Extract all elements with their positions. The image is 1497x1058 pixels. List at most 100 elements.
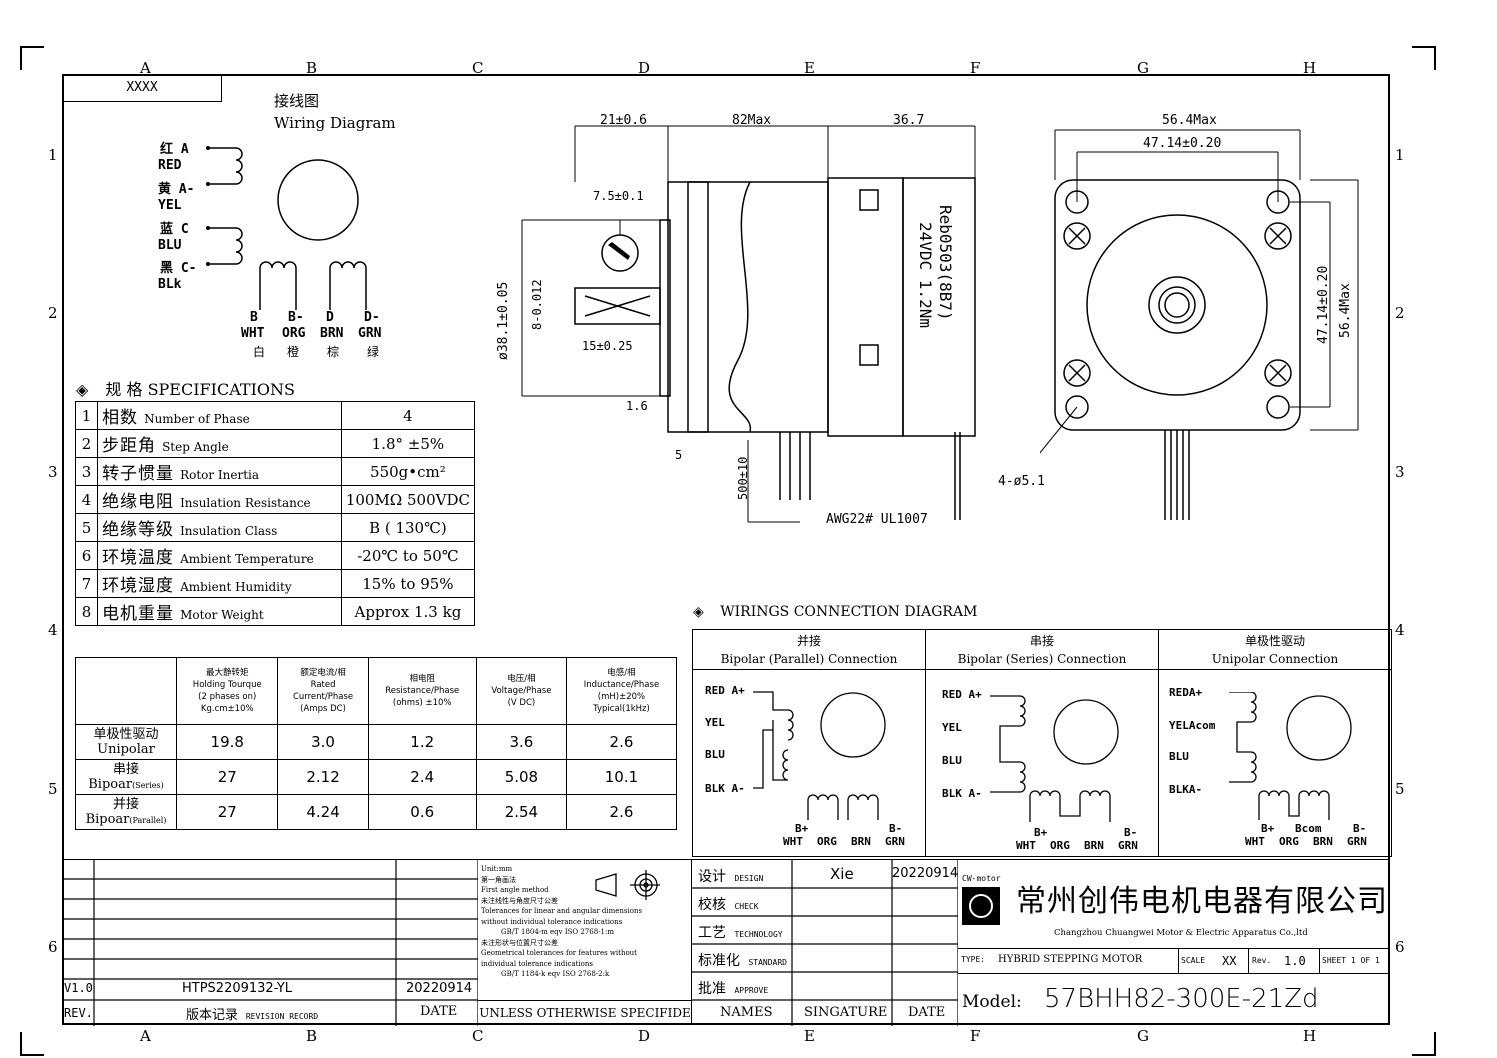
zone-row-5-right: 5: [1395, 780, 1405, 798]
performance-cell: 10.1: [565, 759, 678, 795]
row-label-cn: 单极性驱动: [93, 726, 159, 742]
sheet-label: SHEET 1 OF 1: [1322, 956, 1380, 965]
wiring-label-red: RED: [158, 158, 182, 173]
tolerance-line: Geometrical tolerances for features with…: [481, 949, 637, 957]
company-rev-value: 1.0: [1284, 954, 1306, 968]
tolerance-line: 第一角画法: [481, 875, 516, 884]
conn-color: GRN: [1118, 839, 1138, 852]
row-label-sub: (Series): [132, 780, 164, 790]
revision-grid: [62, 860, 478, 1026]
rev-version: V1.0: [64, 981, 93, 995]
performance-cell: 2.54: [475, 794, 567, 830]
spec-value: -20℃ to 50℃: [340, 541, 476, 570]
approval-label-cn: 工艺: [698, 925, 726, 941]
tolerance-line: First angle method: [481, 886, 549, 894]
spec-label-en: Ambient Humidity: [180, 580, 292, 594]
wiring-diagram-graphic: [206, 146, 367, 310]
conn-bottom: B-: [889, 822, 903, 835]
motor-label-line1: Reb0503(8B7): [936, 205, 955, 321]
conn-color: BRN: [1084, 839, 1104, 852]
approval-footer-signature: SINGATURE: [804, 1005, 888, 1020]
corner-mark-br: [1412, 1032, 1436, 1056]
conn-label: BLU: [942, 754, 962, 767]
tolerance-block: Unit:mm 第一角画法 First angle method 未注线性与角度…: [478, 859, 692, 1025]
diamond-icon: ◈: [693, 604, 704, 620]
performance-header: 相电阻 Resistance/Phase (ohms) ±10%: [367, 657, 477, 725]
wiring-label-red-cn: 红 A: [160, 142, 189, 157]
wiring-label-blk-cn: 黑 C-: [160, 261, 197, 276]
zone-col-d-bottom: D: [638, 1027, 651, 1045]
wiring-bottom-letter-dm: D-: [364, 310, 380, 325]
spec-label-en: Motor Weight: [180, 608, 264, 622]
spec-number: 3: [74, 457, 99, 486]
wiring-label-yel: YEL: [158, 198, 182, 213]
approval-footer-date: DATE: [908, 1005, 946, 1020]
zone-col-g-top: G: [1137, 59, 1149, 77]
dim-1-6: 1.6: [626, 399, 648, 413]
front-dim-width: 56.4Max: [1162, 113, 1217, 128]
approval-label-cn: 设计: [698, 869, 726, 885]
tolerance-line: 未注线性与角度尺寸公差: [481, 896, 558, 905]
approval-label-en: CHECK: [734, 902, 759, 911]
spec-label-cn: 绝缘电阻: [102, 492, 175, 512]
rev-record-cn: 版本记录: [186, 1008, 239, 1023]
row-label-en: Unipolar: [97, 741, 155, 757]
company-block: CW-motor 常州创伟电机电器有限公司 Changzhou Chuangwe…: [958, 859, 1390, 1026]
zone-col-b-top: B: [306, 59, 318, 77]
tolerance-footer-text: UNLESS OTHERWISE SPECIFIDE: [479, 1006, 691, 1020]
company-logo-icon: [962, 887, 1000, 925]
conn-bottom: B-: [1124, 826, 1138, 839]
tolerance-line: GB/T 1184-k eqv ISO 2768-2:k: [501, 970, 610, 978]
conn-graphic-parallel: [753, 691, 886, 820]
row-label-sub: (Parallel): [129, 815, 167, 825]
approval-label-cn: 校核: [698, 897, 726, 913]
conn-label: YEL: [705, 716, 725, 729]
tolerance-line: Unit:mm: [481, 865, 513, 873]
tolerance-line: individual tolerance indications: [481, 959, 593, 968]
conn-color: ORG: [1279, 835, 1299, 848]
performance-header-blank: [75, 657, 177, 725]
company-logo-text: CW-motor: [962, 874, 1001, 883]
conn-label: RED A+: [705, 684, 745, 697]
approval-label-cn: 标准化: [698, 953, 740, 969]
spec-value: 1.8° ±5%: [340, 429, 476, 458]
spec-label-en: Insulation Resistance: [180, 496, 311, 510]
wiring-bottom-color-grn: GRN: [358, 326, 382, 341]
rev-record: 版本记录 REVISION RECORD: [186, 1004, 318, 1023]
performance-cell: 27: [175, 794, 279, 830]
approval-name: Xie: [830, 865, 854, 883]
performance-header: 电压/相 Voltage/Phase (V DC): [475, 657, 567, 725]
wiring-bottom-letter-d: D: [326, 310, 334, 325]
company-logo: CW-motor: [962, 874, 1010, 932]
performance-cell: 3.0: [277, 724, 369, 760]
conn-bottom: Bcom: [1295, 822, 1322, 835]
dim-15: 15±0.25: [582, 339, 633, 353]
spec-number: 2: [74, 429, 99, 458]
row-label-cn: 并接: [112, 796, 139, 812]
zone-row-3-right: 3: [1395, 463, 1405, 481]
approval-label: 校核 CHECK: [698, 894, 759, 914]
conn-label: RED A+: [942, 688, 982, 701]
diamond-icon: ◈: [76, 380, 89, 399]
corner-mark-bl: [20, 1032, 44, 1056]
company-rev-label: Rev.: [1252, 956, 1272, 965]
performance-header: 电感/相 Inductance/Phase (mH)±20% Typical(1…: [565, 657, 678, 725]
conn-label: BLU: [1169, 750, 1189, 763]
performance-cell: 2.4: [367, 759, 477, 795]
zone-col-a-top: A: [140, 59, 151, 77]
spec-label-en: Number of Phase: [144, 412, 250, 426]
rev-record-en: REVISION RECORD: [245, 1012, 319, 1021]
rev-label: REV.: [64, 1006, 93, 1020]
conn-label: BLK A-: [705, 782, 745, 795]
spec-label-cn: 步距角: [102, 436, 157, 456]
